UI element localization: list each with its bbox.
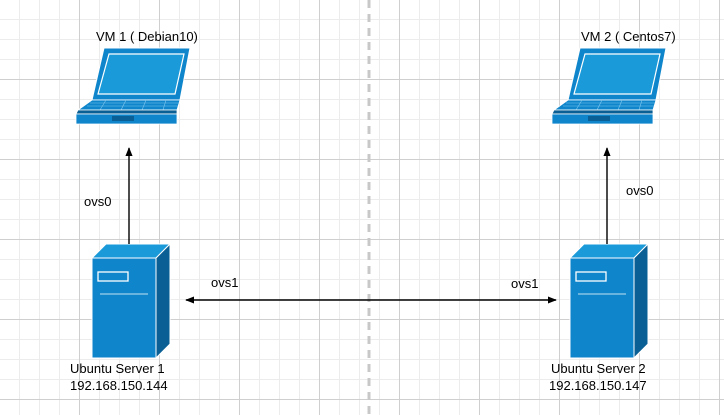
server1-name: Ubuntu Server 1 bbox=[70, 361, 165, 376]
server1-ip: 192.168.150.144 bbox=[70, 378, 168, 393]
link-label-server2-vm2: ovs0 bbox=[626, 183, 654, 198]
server-icon bbox=[568, 242, 650, 360]
link-label-server1-vm1: ovs0 bbox=[84, 194, 112, 209]
link-label-server-right: ovs1 bbox=[511, 276, 539, 291]
server2-name: Ubuntu Server 2 bbox=[551, 361, 646, 376]
server-icon bbox=[90, 242, 172, 360]
laptop-icon bbox=[551, 47, 667, 125]
server2-ip: 192.168.150.147 bbox=[549, 378, 647, 393]
link-label-server-left: ovs1 bbox=[211, 275, 239, 290]
vm1-label: VM 1 ( Debian10) bbox=[96, 29, 198, 44]
laptop-icon bbox=[75, 47, 191, 125]
vm2-label: VM 2 ( Centos7) bbox=[581, 29, 676, 44]
